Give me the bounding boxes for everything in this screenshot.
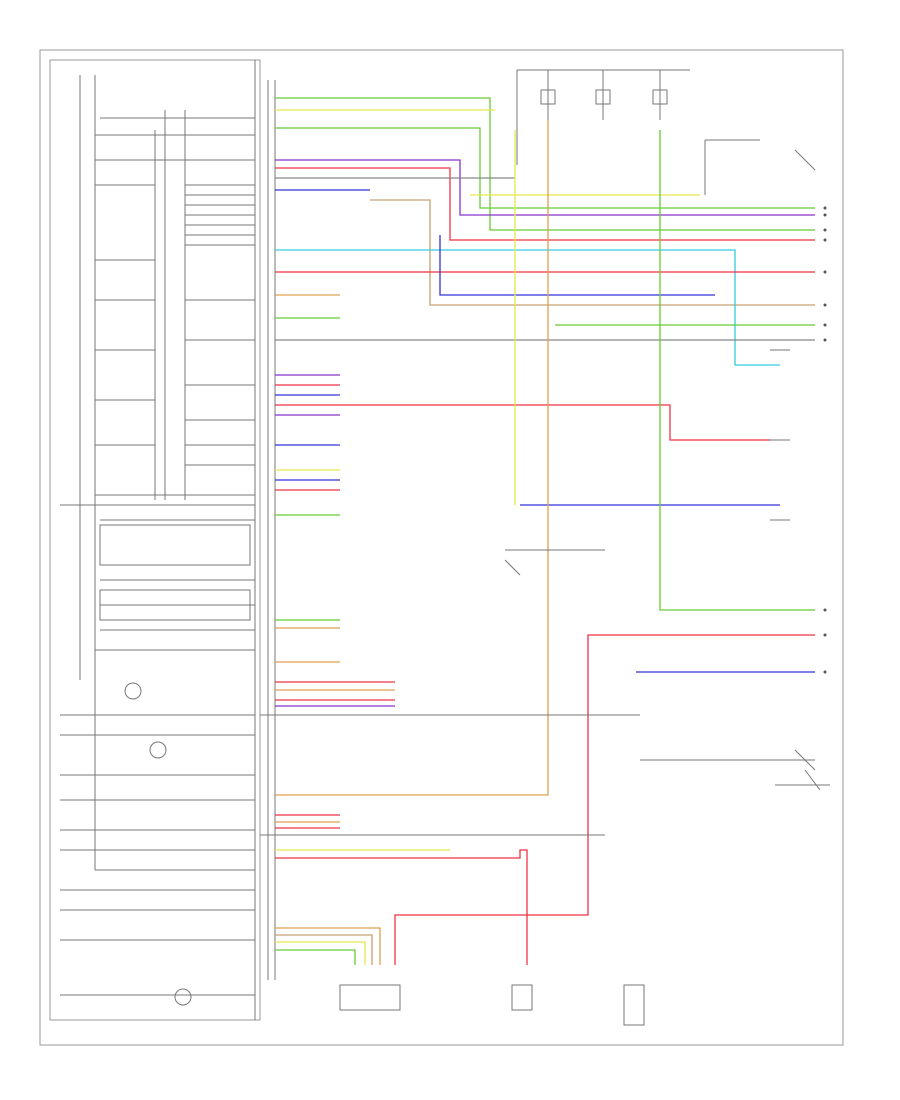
terminal-marks — [823, 206, 827, 674]
terminal-dot-7 — [823, 338, 827, 342]
terminal-dot-9 — [823, 633, 827, 637]
wire-cyan-9 — [275, 249, 780, 366]
terminal-dot-2 — [823, 228, 827, 232]
wire-green-2 — [275, 127, 815, 209]
diagram-border — [39, 49, 844, 1046]
wire-green-47 — [275, 949, 356, 965]
wire-purple-3 — [275, 159, 815, 216]
terminal-dot-8 — [823, 608, 827, 612]
wire-red-4 — [275, 167, 815, 241]
right-components — [640, 139, 830, 791]
wire-orange-44 — [275, 927, 381, 965]
wire-green-0 — [275, 97, 815, 231]
terminal-dot-10 — [823, 670, 827, 674]
wire-harness — [275, 97, 815, 965]
terminal-dot-4 — [823, 270, 827, 274]
wire-red-29 — [394, 634, 815, 965]
wire-green-28 — [659, 130, 815, 611]
terminal-dot-1 — [823, 213, 827, 217]
connector-pin-column — [267, 80, 276, 980]
wire-blue-11 — [439, 235, 715, 296]
cluster-rails — [60, 117, 255, 996]
instrument-cluster — [49, 59, 261, 1021]
top-fuses — [516, 69, 690, 165]
bottom-components — [260, 549, 645, 1026]
terminal-dot-3 — [823, 238, 827, 242]
wire-tan-45 — [275, 934, 373, 965]
wire-orange-38 — [275, 120, 549, 796]
terminal-dot-0 — [823, 206, 827, 210]
terminal-dot-6 — [823, 323, 827, 327]
wire-red-43 — [275, 849, 528, 965]
terminal-dot-5 — [823, 303, 827, 307]
wire-red-19 — [275, 404, 770, 441]
wire-yellow-46 — [275, 941, 366, 965]
wire-tan-7 — [370, 199, 815, 306]
